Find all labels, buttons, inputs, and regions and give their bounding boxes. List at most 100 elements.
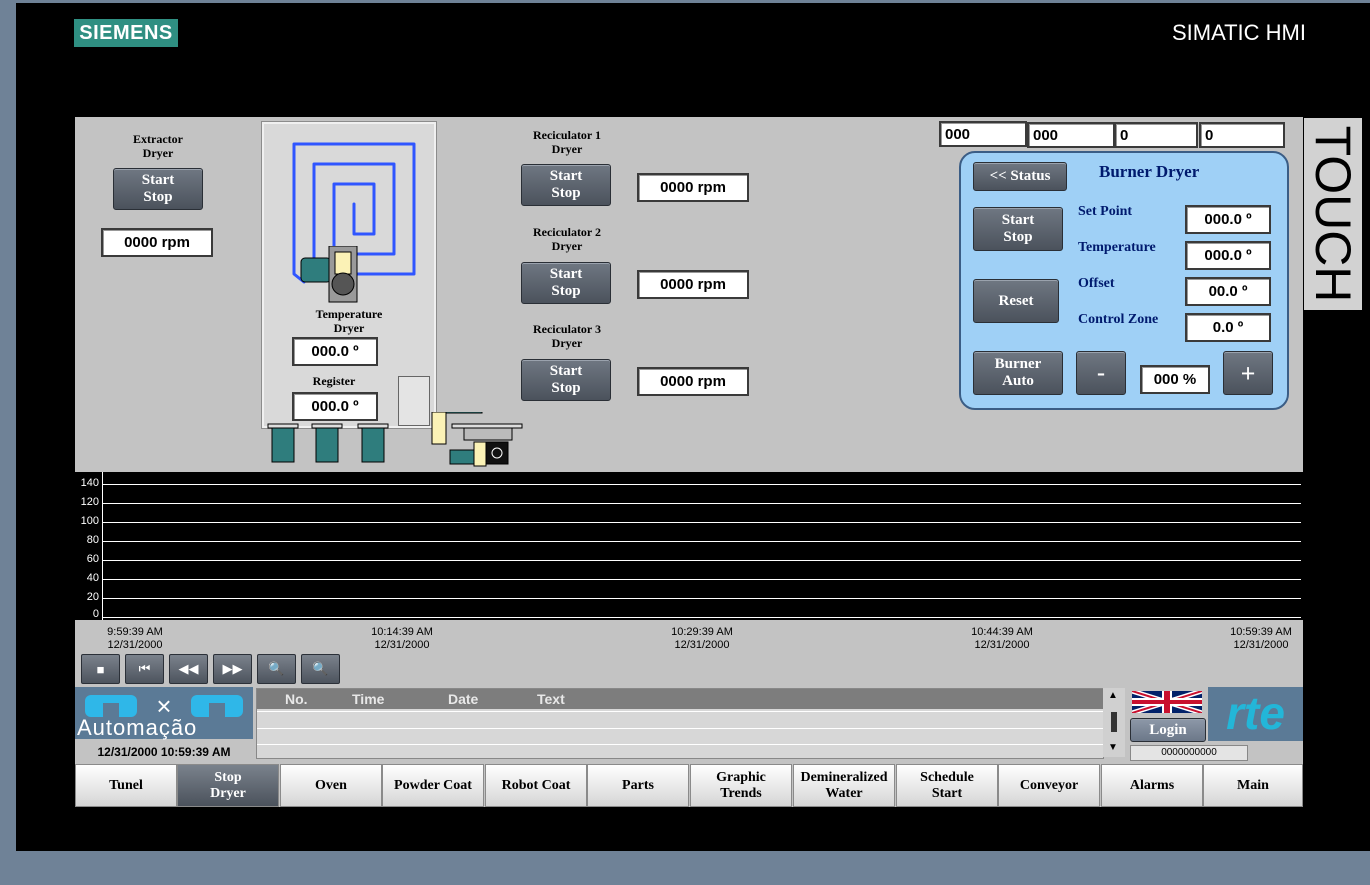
burner-start-stop-button[interactable]: Start Stop: [973, 207, 1063, 251]
col-time: Time: [352, 691, 385, 707]
burner-percent-field: 000 %: [1140, 365, 1210, 394]
nav-schedule-start[interactable]: Schedule Start: [896, 764, 998, 807]
col-date: Date: [448, 691, 479, 707]
scroll-down-icon[interactable]: ▼: [1108, 742, 1118, 753]
y-tick: 140: [80, 477, 99, 489]
gridline: [103, 503, 1301, 504]
nav-oven[interactable]: Oven: [280, 764, 382, 807]
gridline: [103, 598, 1301, 599]
gridline: [103, 617, 1301, 618]
zoom-in-icon[interactable]: 🔍: [257, 654, 296, 684]
touch-label: TOUCH: [1304, 118, 1362, 310]
nav-alarms[interactable]: Alarms: [1101, 764, 1203, 807]
control-zone-field[interactable]: 0.0 º: [1185, 313, 1271, 342]
dryer-temperature-field: 000.0 º: [292, 337, 378, 366]
reciculator-1-title: Reciculator 1 Dryer: [532, 128, 602, 156]
scroll-up-icon[interactable]: ▲: [1108, 690, 1118, 701]
burner-dryer-panel: << Status Burner Dryer Start Stop Reset …: [959, 151, 1289, 410]
col-no: No.: [285, 691, 308, 707]
nav-parts[interactable]: Parts: [587, 764, 689, 807]
col-text: Text: [537, 691, 565, 707]
y-tick: 40: [86, 572, 99, 584]
burner-reset-button[interactable]: Reset: [973, 279, 1059, 323]
gridline: [103, 484, 1301, 485]
nav-stop-dryer[interactable]: Stop Dryer: [177, 764, 279, 807]
rte-logo: rte: [1208, 687, 1303, 741]
extractor-rpm-field: 0000 rpm: [101, 228, 213, 257]
set-point-field[interactable]: 000.0 º: [1185, 205, 1271, 234]
reciculator-2-rpm-field: 0000 rpm: [637, 270, 749, 299]
trend-chart: 140 120 100 80 60 40 20 0: [75, 472, 1303, 620]
nav-main[interactable]: Main: [1203, 764, 1303, 807]
top-field-2[interactable]: 000: [1027, 122, 1115, 148]
top-field-3[interactable]: 0: [1114, 122, 1198, 148]
top-field-1[interactable]: 000: [939, 121, 1027, 147]
device-title: SIMATIC HMI: [1171, 20, 1306, 45]
decrease-button[interactable]: -: [1076, 351, 1126, 395]
siemens-logo: SIEMENS: [74, 19, 178, 47]
nav-graphic-trends[interactable]: Graphic Trends: [690, 764, 792, 807]
nav-demineralized-water[interactable]: Demineralized Water: [793, 764, 895, 807]
offset-field[interactable]: 00.0 º: [1185, 277, 1271, 306]
y-tick: 60: [86, 553, 99, 565]
burner-temperature-field: 000.0 º: [1185, 241, 1271, 270]
increase-button[interactable]: +: [1223, 351, 1273, 395]
login-button[interactable]: Login: [1130, 718, 1206, 742]
extractor-title: Extractor Dryer: [133, 132, 183, 160]
extractor-start-stop-button[interactable]: Start Stop: [113, 168, 203, 210]
uk-flag-icon[interactable]: [1132, 691, 1202, 713]
y-tick: 100: [80, 515, 99, 527]
nav-conveyor[interactable]: Conveyor: [998, 764, 1100, 807]
y-tick: 80: [86, 534, 99, 546]
set-point-label: Set Point: [1078, 204, 1133, 219]
reciculator-3-title: Reciculator 3 Dryer: [532, 322, 602, 350]
reciculator-1-start-stop-button[interactable]: Start Stop: [521, 164, 611, 206]
alarm-scrollbar[interactable]: ▲ ▼: [1103, 688, 1125, 757]
offset-label: Offset: [1078, 276, 1115, 291]
alarm-view[interactable]: No. Time Date Text: [256, 688, 1104, 759]
nav-tunel[interactable]: Tunel: [75, 764, 177, 807]
hmi-screen: Extractor Dryer Start Stop 0000 rpm Temp…: [75, 117, 1303, 807]
company-name: Automação: [77, 715, 198, 740]
forward-icon[interactable]: ▶▶: [213, 654, 252, 684]
axn-logo-icon: ×: [85, 691, 243, 719]
control-zone-label: Control Zone: [1078, 312, 1159, 327]
status-button[interactable]: << Status: [973, 162, 1067, 191]
burner-auto-button[interactable]: Burner Auto: [973, 351, 1063, 395]
register-title: Register: [312, 374, 356, 388]
temperature-label: Temperature: [1078, 240, 1156, 255]
y-axis: [102, 472, 103, 620]
reciculator-2-title: Reciculator 2 Dryer: [532, 225, 602, 253]
reciculator-3-start-stop-button[interactable]: Start Stop: [521, 359, 611, 401]
nav-robot-coat[interactable]: Robot Coat: [485, 764, 587, 807]
stop-icon[interactable]: ■: [81, 654, 120, 684]
gridline: [103, 541, 1301, 542]
scroll-thumb[interactable]: [1111, 712, 1117, 732]
counter-field: 0000000000: [1130, 745, 1248, 761]
reciculator-3-rpm-field: 0000 rpm: [637, 367, 749, 396]
top-field-4[interactable]: 0: [1199, 122, 1285, 148]
alarm-header: No. Time Date Text: [257, 689, 1103, 709]
y-tick: 120: [80, 496, 99, 508]
gridline: [103, 522, 1301, 523]
date-time: 12/31/2000 10:59:39 AM: [97, 745, 231, 759]
dryer-temperature-title: Temperature Dryer: [315, 307, 383, 335]
burner-title: Burner Dryer: [1099, 162, 1200, 181]
y-tick: 20: [86, 591, 99, 603]
first-icon[interactable]: ⏮: [125, 654, 164, 684]
company-logo: × Automação: [75, 687, 253, 740]
gridline: [103, 579, 1301, 580]
reciculator-2-start-stop-button[interactable]: Start Stop: [521, 262, 611, 304]
dryer-chamber: Temperature Dryer 000.0 º Register 000.0…: [262, 122, 436, 428]
reciculator-1-rpm-field: 0000 rpm: [637, 173, 749, 202]
dryer-burner-motor-icon: [299, 245, 369, 311]
zoom-out-icon[interactable]: 🔍: [301, 654, 340, 684]
nav-powder-coat[interactable]: Powder Coat: [382, 764, 484, 807]
y-tick: 0: [92, 608, 99, 620]
rewind-icon[interactable]: ◀◀: [169, 654, 208, 684]
fan-motors-icon: [267, 412, 523, 467]
